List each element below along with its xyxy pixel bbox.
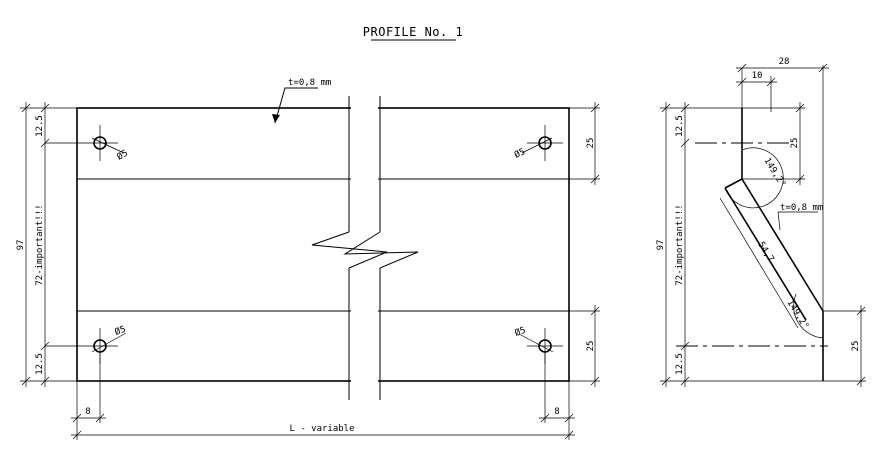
front-bottom-dimensions bbox=[71, 352, 575, 440]
thickness-leader bbox=[274, 87, 318, 124]
side-dim-slope: 54,7 bbox=[755, 240, 775, 264]
front-dim-important: 72-important!!! bbox=[35, 204, 45, 285]
side-dim-right-bottom: 25 bbox=[851, 341, 861, 352]
side-dim-important: 72-important!!! bbox=[675, 204, 685, 285]
front-dim-hole-right: 8 bbox=[554, 407, 559, 417]
side-dim-overall: 97 bbox=[656, 240, 666, 251]
front-dim-edge-top: 12.5 bbox=[35, 115, 45, 137]
thickness-arrow bbox=[272, 114, 280, 123]
side-web-left bbox=[741, 178, 824, 312]
hole-bottom-left: Ø5 bbox=[45, 324, 127, 364]
front-dim-overall: 97 bbox=[16, 240, 26, 251]
break-zigzag-left bbox=[311, 231, 388, 269]
hole-bottom-right: Ø5 bbox=[513, 325, 563, 364]
angle-arc-bottom bbox=[793, 293, 824, 339]
front-right-dimensions bbox=[569, 102, 600, 387]
break-zigzag-right bbox=[343, 231, 419, 269]
side-dim-vertical: 25 bbox=[790, 138, 800, 149]
front-left-dimensions bbox=[20, 102, 77, 387]
side-dim-edge-bottom: 12.5 bbox=[675, 353, 685, 375]
front-view: t=0,8 mm Ø5 Ø5 Ø5 bbox=[16, 78, 600, 440]
break-gap bbox=[351, 96, 378, 396]
side-thickness-leader bbox=[777, 211, 818, 231]
front-outline bbox=[76, 107, 570, 382]
hole-label-top-left: Ø5 bbox=[115, 148, 130, 163]
front-dim-right-top: 25 bbox=[586, 138, 596, 149]
front-dim-length: L - variable bbox=[289, 424, 354, 434]
front-dim-hole-left: 8 bbox=[85, 407, 90, 417]
front-dim-edge-bottom: 12.5 bbox=[35, 353, 45, 375]
side-top-dimensions bbox=[736, 63, 829, 112]
angle-arc-top bbox=[724, 147, 784, 209]
hole-label-top-right: Ø5 bbox=[513, 146, 527, 161]
side-dim-edge-top: 12.5 bbox=[675, 115, 685, 137]
side-view: 28 10 25 149,2° 149,2° 54,7 t=0,8 mm bbox=[656, 57, 866, 387]
side-dim-offset: 10 bbox=[752, 71, 763, 81]
side-dim-width: 28 bbox=[779, 57, 790, 67]
hole-label-bottom-right: Ø5 bbox=[513, 325, 527, 339]
side-vertical-dimension bbox=[742, 102, 805, 185]
hole-label-bottom-left: Ø5 bbox=[113, 324, 127, 338]
hole-top-right: Ø5 bbox=[513, 125, 563, 161]
front-thickness-label: t=0,8 mm bbox=[288, 78, 331, 88]
side-slope-dim-line bbox=[719, 197, 799, 329]
side-right-dimensions bbox=[823, 305, 866, 387]
side-angle-top: 149,2° bbox=[761, 156, 787, 189]
side-left-dimensions bbox=[660, 102, 823, 387]
drawing-title: PROFILE No. 1 bbox=[363, 25, 463, 39]
front-dim-right-bottom: 25 bbox=[586, 341, 596, 352]
side-thickness-label: t=0,8 mm bbox=[780, 203, 823, 213]
side-web-right bbox=[724, 187, 807, 321]
hole-top-left: Ø5 bbox=[45, 125, 130, 163]
